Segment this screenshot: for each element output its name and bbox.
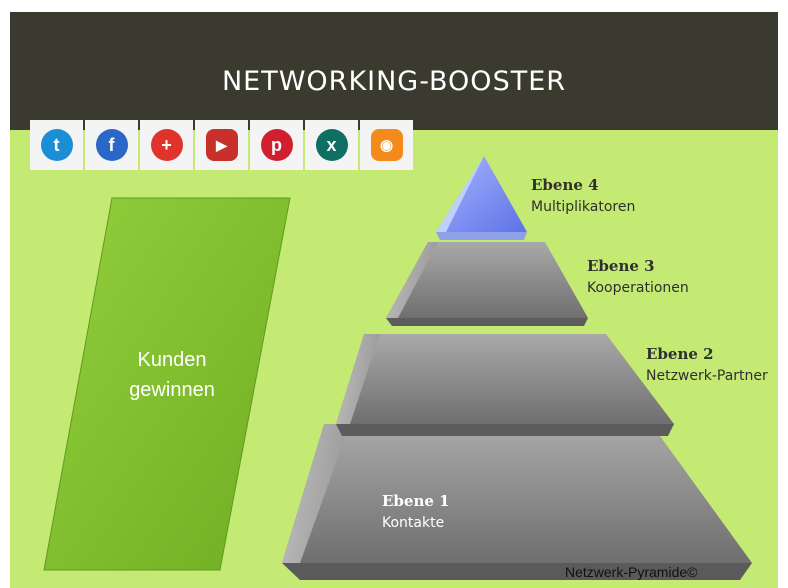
facebook-icon: f [95, 129, 128, 161]
pyramid-tier-2 [336, 334, 674, 424]
youtube-icon: ▶ [205, 129, 238, 161]
pinterest-button[interactable]: p [250, 120, 303, 170]
pyramid-caption: Netzwerk-Pyramide© [565, 564, 698, 580]
googleplus-icon: + [150, 129, 183, 161]
level-1-label: Ebene 1 Kontakte [382, 492, 450, 531]
level-2-label: Ebene 2 Netzwerk-Partner [646, 345, 768, 384]
pyramid-tier-3 [386, 242, 588, 318]
rss-icon: ◉ [370, 129, 403, 161]
page-title: NETWORKING-BOOSTER [221, 66, 567, 97]
level-3-label: Ebene 3 Kooperationen [587, 257, 689, 296]
xing-icon: x [315, 129, 348, 161]
pyramid-tier-1 [282, 424, 752, 563]
facebook-button[interactable]: f [85, 120, 138, 170]
rss-button[interactable]: ◉ [360, 120, 413, 170]
twitter-button[interactable]: t [30, 120, 83, 170]
kunden-gewinnen-shape [43, 197, 291, 571]
social-bar: t f + ▶ p x ◉ [30, 120, 413, 170]
twitter-icon: t [40, 129, 73, 161]
level-4-label: Ebene 4 Multiplikatoren [531, 176, 636, 215]
googleplus-button[interactable]: + [140, 120, 193, 170]
xing-button[interactable]: x [305, 120, 358, 170]
pyramid-tier-4 [436, 156, 527, 232]
kunden-gewinnen-label: Kunden gewinnen [129, 349, 215, 401]
youtube-button[interactable]: ▶ [195, 120, 248, 170]
header-banner: NETWORKING-BOOSTER [10, 12, 778, 130]
pinterest-icon: p [260, 129, 293, 161]
